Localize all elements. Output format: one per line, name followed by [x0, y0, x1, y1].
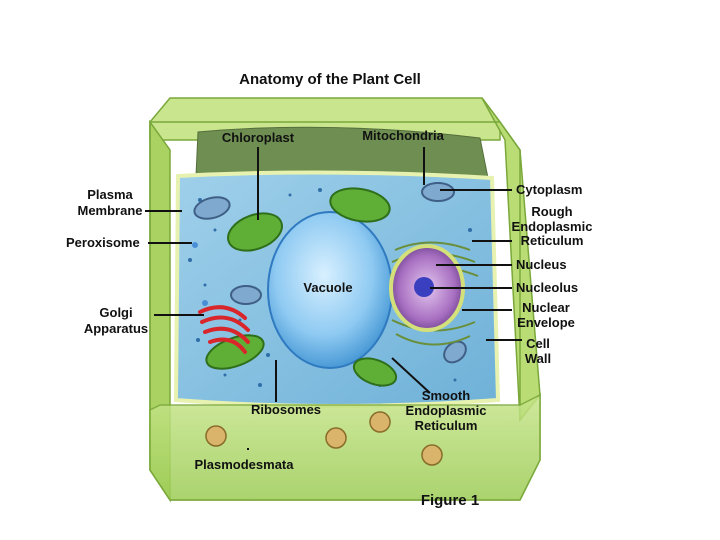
label-plasmodesmata: Plasmodesmata — [195, 457, 295, 472]
figure-caption: Figure 1 — [421, 492, 479, 509]
label-rough-er-1: Rough — [531, 204, 572, 219]
label-golgi-1: Golgi — [99, 305, 132, 320]
label-peroxisome: Peroxisome — [66, 235, 140, 250]
label-rough-er-3: Reticulum — [521, 233, 584, 248]
cell-wall — [149, 97, 541, 503]
label-golgi-2: Apparatus — [84, 321, 148, 336]
label-rough-er-2: Endoplasmic — [512, 219, 593, 234]
label-chloroplast: Chloroplast — [222, 130, 295, 145]
label-vacuole: Vacuole — [303, 280, 352, 295]
label-nucleolus: Nucleolus — [516, 280, 578, 295]
mitochondria — [193, 182, 467, 364]
label-smooth-er-3: Reticulum — [415, 418, 478, 433]
label-nucleus: Nucleus — [516, 257, 567, 272]
label-ribosomes: Ribosomes — [251, 402, 321, 417]
label-nuclear-envelope-1: Nuclear — [522, 300, 570, 315]
label-cytoplasm: Cytoplasm — [516, 182, 582, 197]
label-cell-wall-2: Wall — [525, 351, 551, 366]
diagram-title: Anatomy of the Plant Cell — [239, 71, 421, 88]
label-plasma-membrane-1: Plasma — [87, 187, 133, 202]
label-nuclear-envelope-2: Envelope — [517, 315, 575, 330]
label-cell-wall-1: Cell — [526, 336, 550, 351]
cell-wall-front — [149, 393, 541, 501]
label-mitochondria: Mitochondria — [362, 128, 444, 143]
label-plasma-membrane-2: Membrane — [77, 203, 142, 218]
chloroplasts — [205, 187, 398, 387]
leader-lines — [145, 147, 522, 450]
label-smooth-er-2: Endoplasmic — [406, 403, 487, 418]
label-smooth-er-1: Smooth — [422, 388, 470, 403]
golgi-apparatus — [198, 305, 250, 354]
nucleolus — [414, 277, 434, 297]
